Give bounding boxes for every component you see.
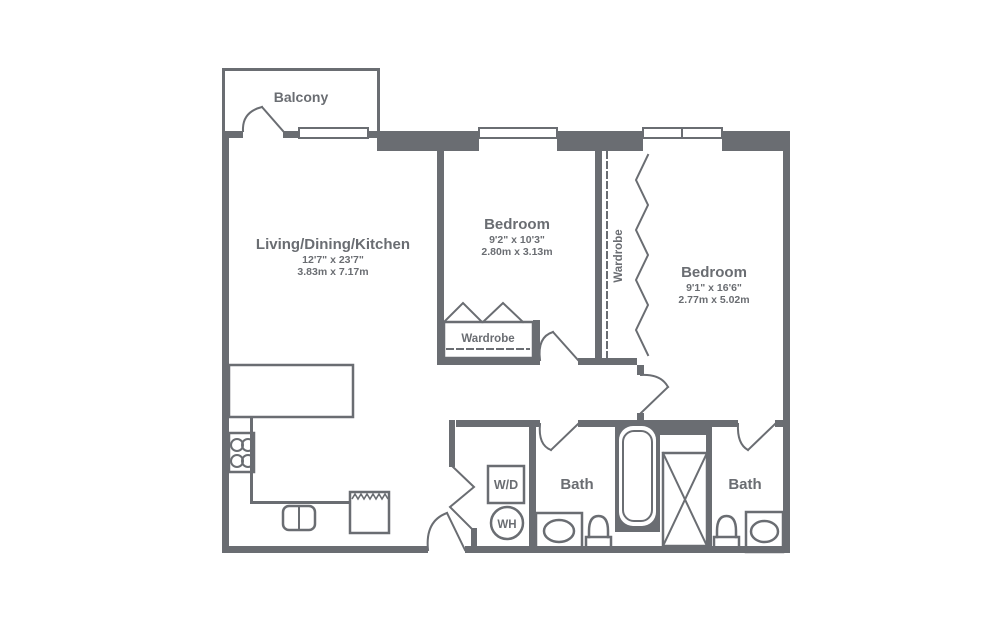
bath1-door-icon xyxy=(538,422,580,452)
balcony-door-icon xyxy=(241,105,285,133)
dishwasher-icon xyxy=(348,490,391,535)
kitchen-peninsula-counter xyxy=(227,363,355,419)
bedroom1-label: Bedroom xyxy=(484,216,550,233)
bath2-door-icon xyxy=(736,422,777,452)
laundry-closet: W/D WH xyxy=(486,464,526,541)
kitchen-counter-edge xyxy=(250,501,350,504)
bathtub-icon xyxy=(615,420,660,532)
bedroom2-label: Bedroom xyxy=(681,264,747,281)
wardrobe1-label: Wardrobe xyxy=(461,333,514,345)
bedroom1-door-icon xyxy=(538,330,580,362)
toilet-icon xyxy=(712,514,741,551)
kitchen-counter-edge xyxy=(250,417,253,503)
kitchen-sink-icon xyxy=(281,504,317,532)
sink-vanity-icon xyxy=(744,510,785,554)
balcony xyxy=(222,68,380,134)
stove-icon xyxy=(227,431,256,474)
bath2-fixtures xyxy=(712,510,785,554)
wardrobe-bedroom1 xyxy=(442,301,540,365)
balcony-label: Balcony xyxy=(274,89,329,105)
window-living xyxy=(298,127,369,139)
washer-dryer-label: W/D xyxy=(494,478,518,492)
bedroom2-door-icon xyxy=(639,373,670,415)
windows xyxy=(298,127,723,139)
shower-icon xyxy=(661,451,709,548)
water-heater-icon: WH xyxy=(489,505,525,541)
water-heater-label: WH xyxy=(497,519,516,531)
living-room-dims-metric: 3.83m x 7.17m xyxy=(297,266,368,278)
bedroom2-dims-imperial: 9'1" x 16'6" xyxy=(686,282,742,294)
bifold-door-icon xyxy=(442,301,484,324)
wardrobe2-label: Wardrobe xyxy=(613,229,625,282)
living-room-dims-imperial: 12'7" x 23'7" xyxy=(302,254,364,266)
toilet-icon xyxy=(584,514,613,551)
bedroom2-dims-metric: 2.77m x 5.02m xyxy=(678,294,749,306)
entry-door-icon xyxy=(426,511,467,552)
room-labels: Balcony Living/Dining/Kitchen 12'7" x 23… xyxy=(256,89,762,493)
outer-walls xyxy=(222,131,790,553)
bedroom1-dims-metric: 2.80m x 3.13m xyxy=(481,246,552,258)
washer-dryer-icon: W/D xyxy=(486,464,526,505)
sink-vanity-icon xyxy=(534,511,584,551)
bifold-door-icon xyxy=(481,301,525,324)
window-bedroom1 xyxy=(478,127,558,139)
wardrobe-bedroom2 xyxy=(600,151,650,358)
bath1-label: Bath xyxy=(560,476,593,493)
laundry-bifold-door-icon xyxy=(448,464,476,530)
bath1-fixtures xyxy=(534,420,660,551)
bath2-label: Bath xyxy=(728,476,761,493)
bedroom1-dims-imperial: 9'2" x 10'3" xyxy=(489,234,545,246)
living-room-label: Living/Dining/Kitchen xyxy=(256,236,410,253)
bifold-door-icon xyxy=(634,153,650,357)
kitchen xyxy=(227,363,391,535)
doors xyxy=(426,330,777,552)
